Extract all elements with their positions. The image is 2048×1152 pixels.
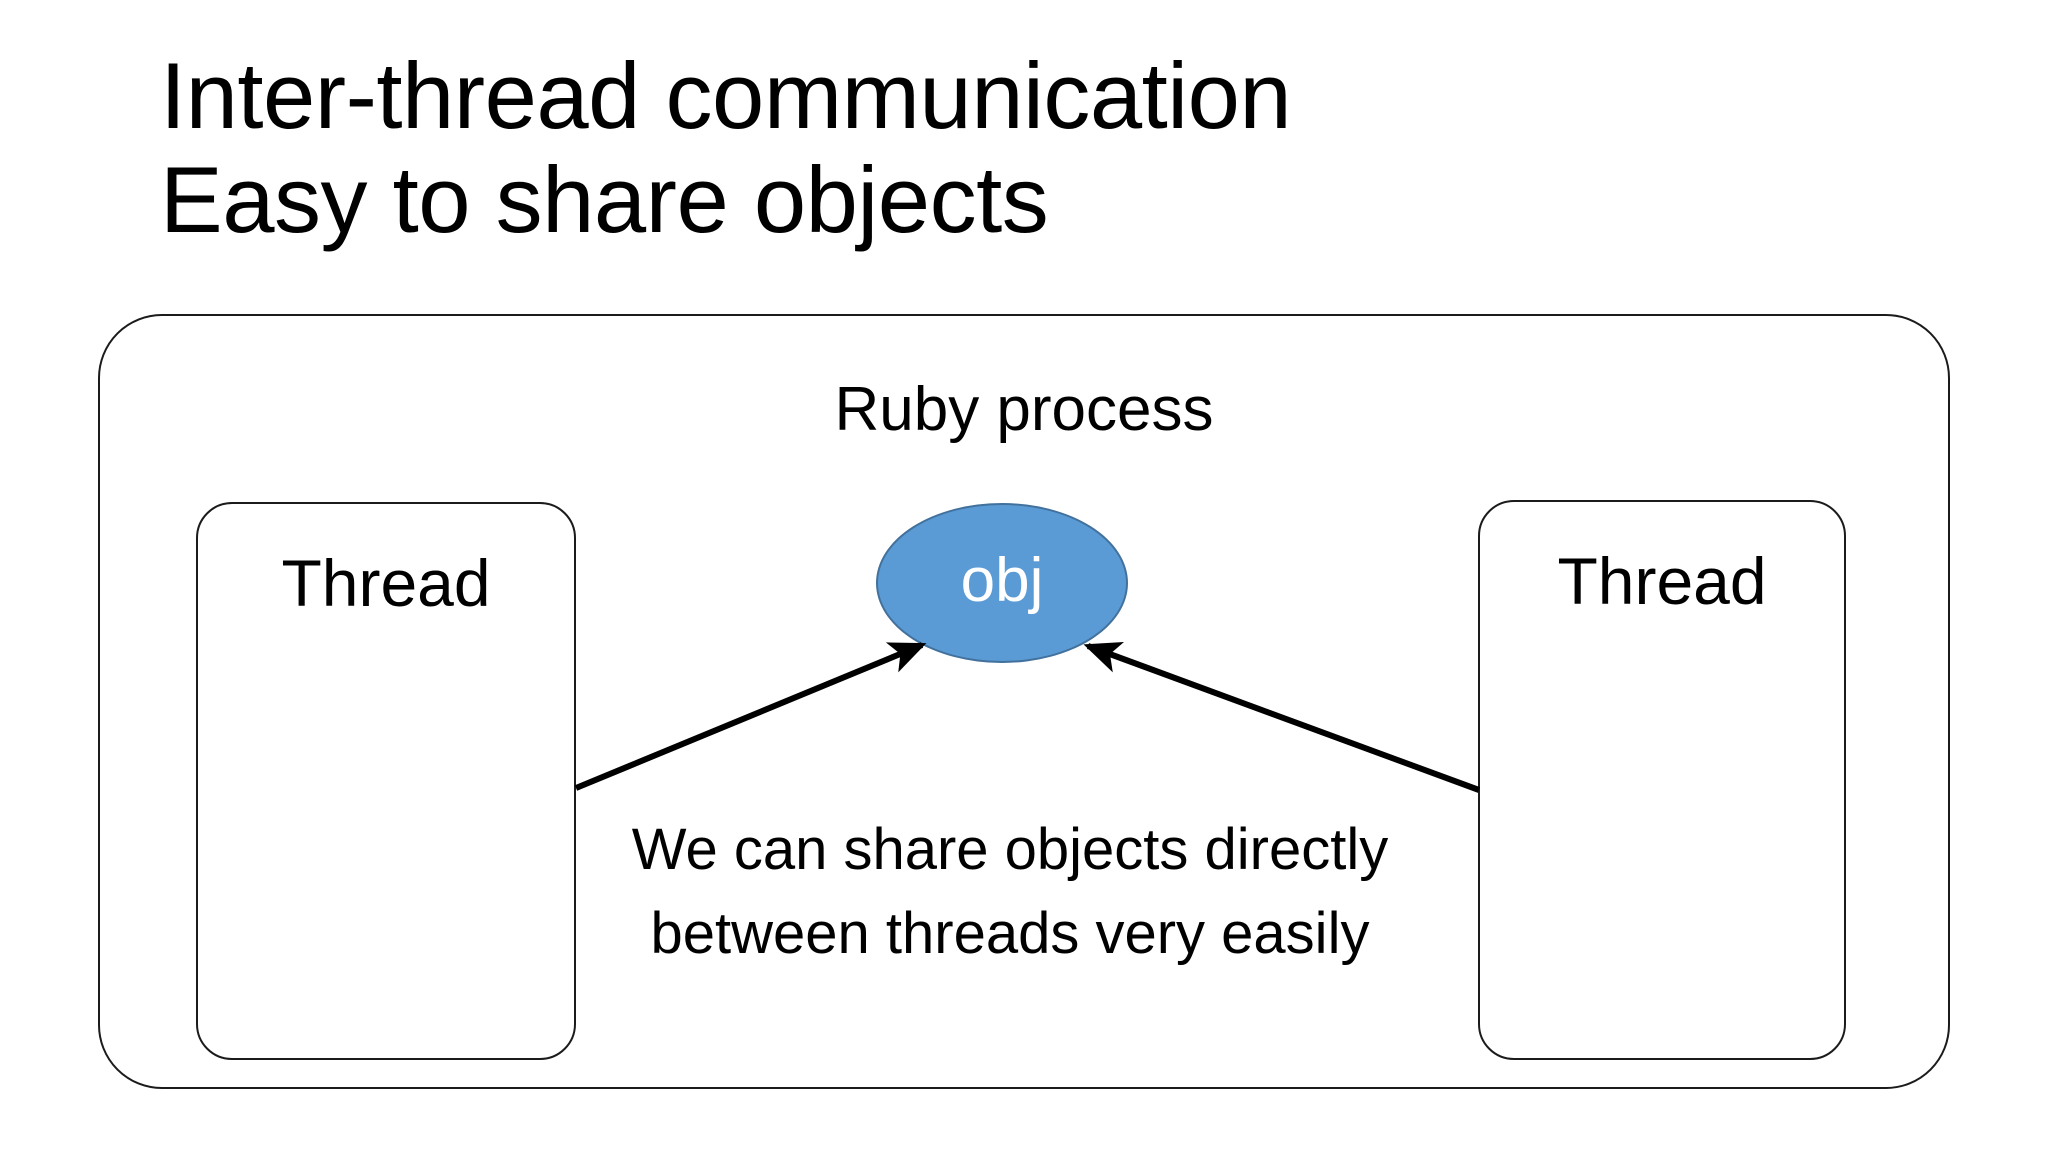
thread-box-right-label: Thread [1557,544,1767,618]
page-title: Inter-thread communication Easy to share… [160,44,1760,252]
thread-box-right: Thread [1478,500,1846,1060]
caption-line-1: We can share objects directly [631,817,1389,882]
title-line-1: Inter-thread communication [160,43,1292,148]
thread-box-left: Thread [196,502,576,1060]
caption-block: We can share objects directly between th… [560,808,1460,976]
ruby-process-label: Ruby process [834,375,1214,444]
shared-object-ellipse: obj [876,503,1128,663]
shared-object-label: obj [960,546,1044,615]
caption-line-2: between threads very easily [650,901,1370,966]
ruby-process-container [98,314,1950,1089]
title-line-2: Easy to share objects [160,147,1049,252]
thread-box-left-label: Thread [281,546,491,620]
